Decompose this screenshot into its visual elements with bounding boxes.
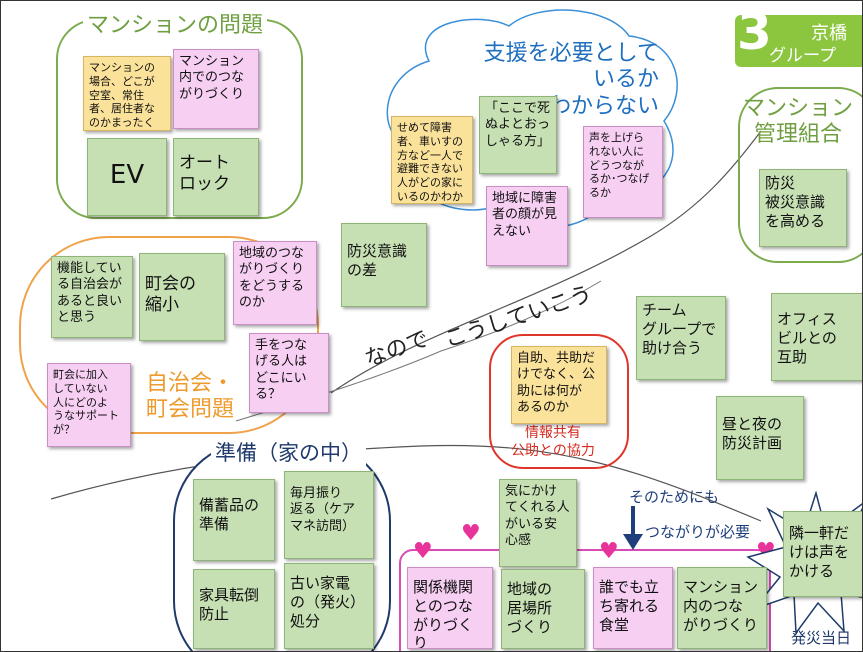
badge-subtitle: グループ [769, 46, 836, 66]
note-c0: 気にかけ てくれる人 がいる安 心感 [499, 479, 577, 567]
swirl-line-lower [50, 444, 762, 522]
note-j3: 地域のつな がりづくり をどうする のか [233, 241, 317, 325]
day-label: 発災当日 [791, 629, 852, 647]
jichikai-title: 自治会・ 町会問題 [146, 371, 235, 424]
group-badge [735, 15, 862, 67]
badge-number: 3 [737, 3, 772, 61]
note-m1: マンションの場合、どこが空室、常住者、居住者なのかまったくわからない [83, 56, 171, 131]
tsunagari-label: つながりが必要 [645, 523, 751, 541]
note-s2: 「ここで死 ぬよとおっ しゃる方」 [479, 96, 557, 174]
note-m3: EV [87, 138, 167, 216]
note-c1: 関係機関 とのつな がりづくり [407, 567, 493, 649]
note-k1: 防災 被災意識 を高める [759, 169, 847, 247]
note-r4: 隣一軒だ けは声を かける [783, 511, 862, 597]
note-j4: 防災意識 の差 [341, 223, 427, 307]
note-c2: 地域の 居場所 づくり [501, 569, 585, 649]
note-r2: オフィス ビルとの 互助 [771, 293, 862, 381]
note-r1: チーム グループで 助け合う [636, 296, 726, 380]
note-c4: マンション 内のつな がりづくり [677, 567, 767, 649]
support-cloud-title: 支援を必要として いるか わからない [483, 41, 659, 119]
heart-icon: ♥ [461, 521, 481, 546]
prep-title: 準備（家の中） [211, 437, 366, 467]
note-j1: 機能してい る自治会が あると良い と思う [51, 256, 133, 338]
note-j5: 町会に加入 していない 人にどのよ うなサポート が？ [47, 363, 131, 447]
note-m4: オート ロック [173, 138, 259, 216]
note-p2: 毎月振り 返る（ケア マネ訪問） [284, 471, 374, 559]
note-i1: 自助、共助だ けでなく、公 助には何が あるのか [511, 346, 607, 424]
sonotame-label: そのためにも [629, 488, 720, 506]
note-j6: 手をつな げる人は どこにい る？ [249, 333, 329, 413]
note-j2: 町会の 縮小 [139, 253, 225, 341]
note-p1: 備蓄品の 準備 [193, 479, 275, 561]
heart-icon: ♥ [599, 539, 619, 564]
mansion-problem-title: マンションの問題 [83, 7, 268, 39]
note-m2: マンション 内でのつな がりづくり [173, 49, 259, 129]
note-p3: 家具転倒 防止 [193, 569, 275, 649]
info-title: 情報共有 公助との協力 [511, 425, 595, 460]
note-c3: 誰でも立 ち寄れる 食堂 [593, 567, 673, 649]
note-s4: 地域に障害 者の顔が見 えない [486, 186, 568, 266]
kanri-group [738, 87, 862, 263]
swirl-line-upper [330, 130, 762, 394]
note-p4: 古い家電 の（発火） 処分 [284, 563, 374, 649]
note-r3: 昼と夜の 防災計画 [716, 396, 804, 480]
arrow-icon [623, 506, 643, 550]
badge-title: 京橋 [811, 23, 847, 44]
note-s3: 声を上げら れない人に どうつなが るか･つなげ るか [583, 126, 663, 218]
kanri-title: マンション 管理組合 [743, 96, 854, 148]
info-group [489, 334, 629, 469]
note-s1: せめて障害者、車いすの方など一人で避難できない人がどの家にいるのかわかると良い [391, 116, 473, 204]
heart-icon: ♥ [413, 539, 433, 564]
